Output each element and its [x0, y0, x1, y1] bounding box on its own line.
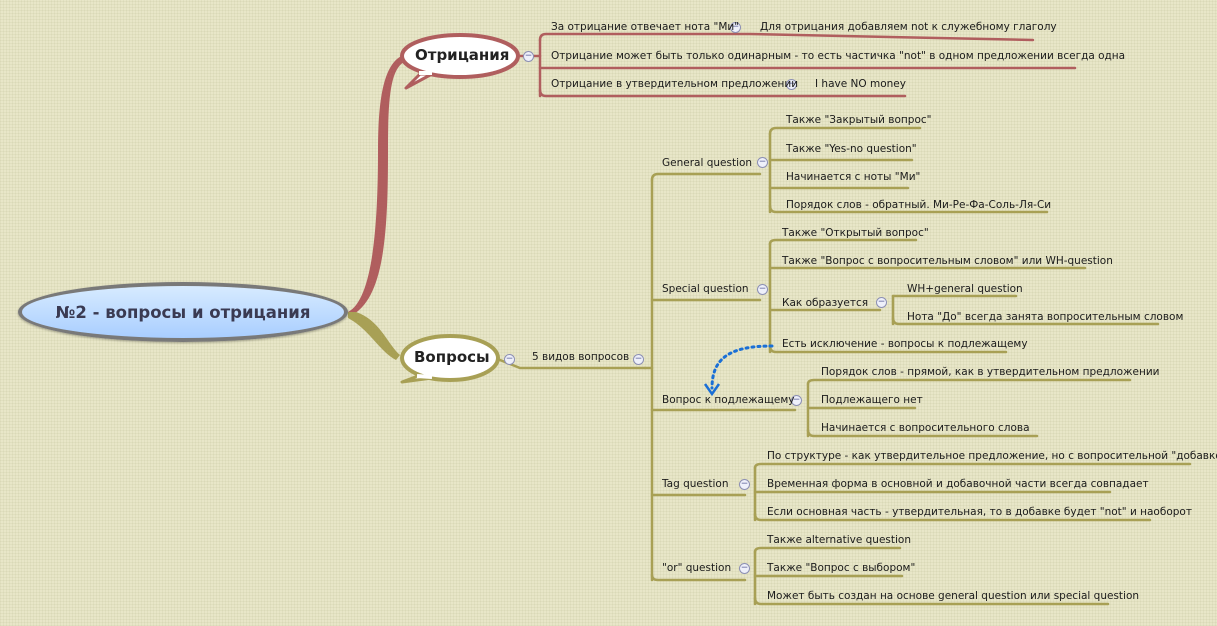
- subject-question-item[interactable]: Подлежащего нет: [821, 394, 923, 406]
- subject-question-item[interactable]: Порядок слов - прямой, как в утвердитель…: [821, 366, 1160, 378]
- collapse-toggle-or[interactable]: −: [739, 563, 750, 574]
- special-question-topic[interactable]: Special question: [662, 283, 749, 295]
- root-to-questions-connector: [348, 312, 400, 360]
- subject-question-item[interactable]: Начинается с вопросительного слова: [821, 422, 1030, 434]
- or-question-topic[interactable]: "or" question: [662, 562, 732, 574]
- collapse-toggle-negations[interactable]: −: [523, 51, 534, 62]
- tag-question-item[interactable]: Если основная часть - утвердительная, то…: [767, 506, 1192, 518]
- how-formed-item[interactable]: WH+general question: [907, 283, 1023, 295]
- tag-question-topic[interactable]: Tag question: [662, 478, 729, 490]
- general-question-item[interactable]: Также "Закрытый вопрос": [786, 114, 932, 126]
- or-question-item[interactable]: Также "Вопрос с выбором": [767, 562, 916, 574]
- root-to-negations-connector: [348, 54, 406, 316]
- collapse-toggle-tag[interactable]: −: [739, 479, 750, 490]
- negation-item[interactable]: Отрицание может быть только одинарным - …: [551, 50, 1126, 62]
- collapse-toggle-hub[interactable]: −: [633, 354, 644, 365]
- question-types-hub[interactable]: 5 видов вопросов: [532, 351, 630, 363]
- negation-item[interactable]: Отрицание в утвердительном предложении: [551, 78, 799, 90]
- collapse-toggle-general[interactable]: −: [757, 157, 768, 168]
- questions-topic-label[interactable]: Вопросы: [414, 348, 490, 366]
- how-formed-topic[interactable]: Как образуется: [782, 297, 869, 309]
- special-question-item[interactable]: Также "Открытый вопрос": [782, 227, 929, 239]
- general-question-item[interactable]: Начинается с ноты "Ми": [786, 171, 921, 183]
- collapse-toggle-how[interactable]: −: [876, 297, 887, 308]
- tag-question-item[interactable]: По структуре - как утвердительное предло…: [767, 450, 1217, 462]
- relationship-arrow: [710, 344, 774, 390]
- collapse-toggle-negation-3[interactable]: −: [786, 79, 797, 90]
- negation-item[interactable]: За отрицание отвечает нота "Ми": [551, 21, 740, 33]
- special-question-item[interactable]: Также "Вопрос с вопросительным словом" и…: [782, 255, 1113, 267]
- special-question-exception[interactable]: Есть исключение - вопросы к подлежащему: [782, 338, 1028, 350]
- general-question-topic[interactable]: General question: [662, 157, 753, 169]
- negation-subitem[interactable]: Для отрицания добавляем not к служебному…: [760, 21, 1057, 33]
- negations-topic-label[interactable]: Отрицания: [415, 46, 510, 64]
- root-topic-label: №2 - вопросы и отрицания: [55, 302, 311, 322]
- root-topic[interactable]: №2 - вопросы и отрицания: [18, 282, 348, 342]
- relationship-arrowhead: [703, 383, 721, 397]
- general-question-item[interactable]: Порядок слов - обратный. Ми-Ре-Фа-Соль-Л…: [786, 199, 1052, 211]
- collapse-toggle-subject[interactable]: −: [791, 395, 802, 406]
- tag-question-item[interactable]: Временная форма в основной и добавочной …: [767, 478, 1149, 490]
- negations-bubble[interactable]: [400, 33, 520, 90]
- or-question-item[interactable]: Может быть создан на основе general ques…: [767, 590, 1140, 602]
- negation-subitem[interactable]: I have NO money: [815, 78, 906, 90]
- subject-question-topic[interactable]: Вопрос к подлежащему: [662, 394, 795, 406]
- general-question-item[interactable]: Также "Yes-no question": [786, 143, 917, 155]
- collapse-toggle-negation-1[interactable]: −: [730, 22, 741, 33]
- how-formed-item[interactable]: Нота "До" всегда занята вопросительным с…: [907, 311, 1184, 323]
- questions-bubble[interactable]: [400, 334, 500, 384]
- or-question-item[interactable]: Также alternative question: [767, 534, 912, 546]
- collapse-toggle-questions[interactable]: −: [504, 354, 515, 365]
- collapse-toggle-special[interactable]: −: [757, 284, 768, 295]
